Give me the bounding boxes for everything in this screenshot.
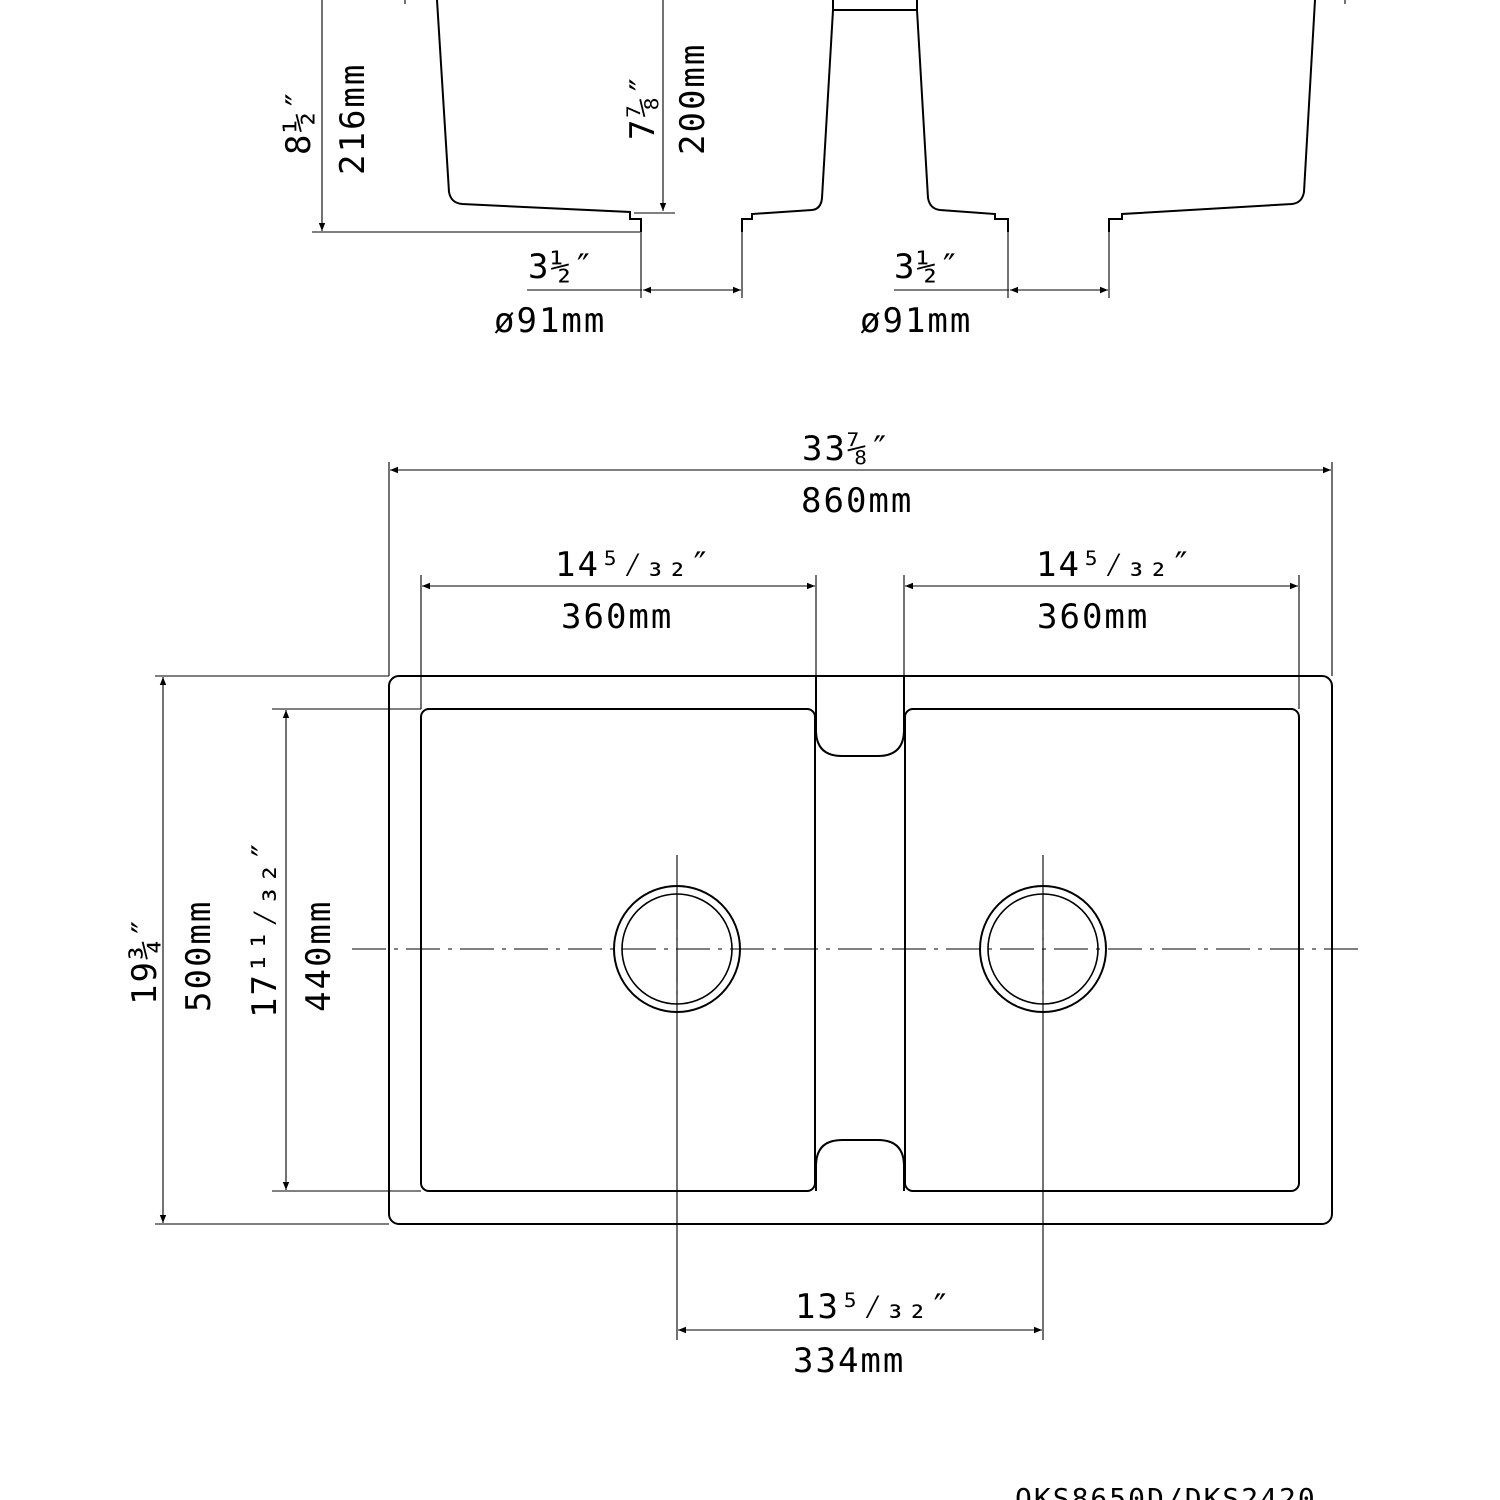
outer-depth-label: 8½″: [279, 88, 319, 155]
bowl-right-metric: 360mm: [1037, 597, 1149, 637]
overall-width-metric: 860mm: [801, 481, 913, 521]
bowl-depth-imperial-wrap: 17¹¹⁄₃₂″: [245, 838, 285, 1018]
right-bowl-profile: [916, 0, 1009, 232]
bowl-right-imperial: 14⁵⁄₃₂″: [1036, 545, 1193, 585]
bowl-depth-imperial: 17¹¹⁄₃₂″: [245, 838, 285, 1018]
bowl-depth-metric: 440mm: [299, 900, 339, 1012]
bowl-left-metric: 360mm: [561, 597, 673, 637]
drain-spacing-imperial: 13⁵⁄₃₂″: [795, 1287, 952, 1327]
overall-width-imperial: 33⅞″: [802, 429, 892, 469]
inner-depth-imperial-wrap: 7⅞″: [623, 73, 663, 140]
right-bowl: [904, 708, 1300, 1192]
bowl-depth-metric-wrap: 440mm: [299, 900, 339, 1012]
divider-notch-top: [815, 676, 905, 757]
drain-right-metric: ø91mm: [860, 301, 972, 341]
drain-left-metric: ø91mm: [494, 301, 606, 341]
inner-depth-imperial: 7⅞″: [623, 73, 663, 140]
inner-depth-metric: 200mm: [673, 43, 713, 155]
left-bowl-profile: [436, 0, 642, 232]
bowl-left-imperial: 14⁵⁄₃₂″: [555, 545, 712, 585]
overall-depth-metric: 500mm: [179, 900, 219, 1012]
overall-depth-imperial-wrap: 19¾″: [125, 915, 165, 1005]
outer-depth-metric: 216mm: [333, 63, 373, 175]
divider-notch-bottom: [815, 1139, 905, 1191]
drain-spacing-metric: 334mm: [793, 1341, 905, 1381]
overall-depth-metric-wrap: 500mm: [179, 900, 219, 1012]
inner-depth-metric-wrap: 200mm: [673, 43, 713, 155]
model-code: QKS8650D/DKS2420: [1015, 1482, 1317, 1500]
right-bowl-drain-right-wall: [1108, 0, 1316, 232]
section-view: 8½″ 216mm 7⅞″ 200mm 3½″ ø91mm 3½″ ø91mm: [279, 0, 1346, 341]
plan-view: 33⅞″ 860mm 14⁵⁄₃₂″ 360mm 14⁵⁄₃₂″ 360mm 1…: [125, 429, 1360, 1381]
outer-depth-imperial: 8½″: [279, 88, 319, 155]
drain-left-imperial: 3½″: [528, 247, 595, 287]
left-bowl-drain-right-wall: [741, 0, 834, 232]
sink-outline: [388, 675, 1333, 1225]
drain-right-imperial: 3½″: [894, 247, 961, 287]
outer-depth-metric-wrap: 216mm: [333, 63, 373, 175]
left-bowl: [420, 708, 816, 1192]
overall-depth-imperial: 19¾″: [125, 915, 165, 1005]
